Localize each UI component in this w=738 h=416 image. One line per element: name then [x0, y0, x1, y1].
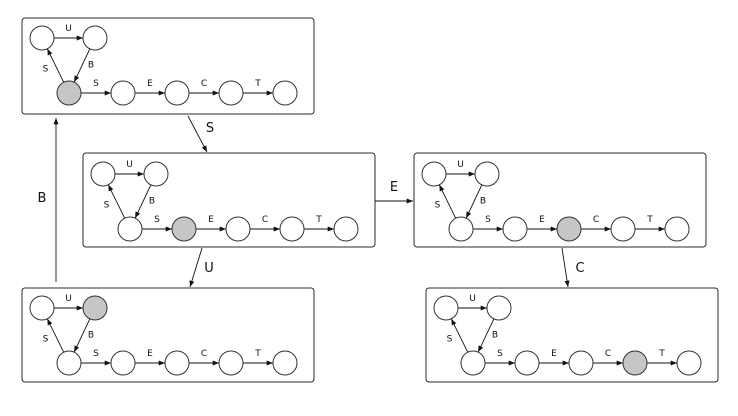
edge-label-ss: S — [43, 335, 49, 345]
edge-label-su: U — [126, 160, 133, 170]
state-node — [610, 216, 636, 242]
edge-sb — [73, 48, 91, 83]
transition-label: B — [38, 191, 47, 206]
transition-arrow — [561, 247, 570, 288]
edge-ss — [46, 318, 65, 353]
transition-label: U — [204, 261, 214, 276]
edge-label-sb: B — [149, 197, 155, 207]
state-node — [333, 216, 359, 242]
state-node — [474, 161, 500, 187]
edge-label-su: U — [457, 160, 464, 170]
edge-label-e2: E — [147, 79, 153, 89]
state-node — [279, 216, 305, 242]
edge-label-su: U — [65, 294, 72, 304]
edge-label-e3: C — [605, 349, 611, 359]
edge-label-e1: S — [485, 215, 491, 225]
edge-label-ss: S — [447, 335, 453, 345]
edge-label-e1: S — [93, 349, 99, 359]
state-node — [568, 350, 594, 376]
transition-b: B — [38, 118, 59, 282]
edge-sb — [73, 318, 91, 353]
transition-label: E — [390, 180, 398, 195]
edge-label-e2: E — [208, 215, 214, 225]
edge-ss — [450, 318, 469, 353]
edge-label-e3: C — [201, 349, 207, 359]
state-node — [676, 350, 702, 376]
transition-e: E — [375, 180, 413, 204]
edge-label-ss: S — [43, 65, 49, 75]
state-node — [56, 350, 82, 376]
state-node — [90, 161, 116, 187]
state-node-active — [56, 80, 82, 106]
state-node — [225, 216, 251, 242]
state-node-active — [82, 295, 108, 321]
edge-label-ss: S — [435, 201, 441, 211]
edge-label-e1: S — [154, 215, 160, 225]
state-node — [448, 216, 474, 242]
edge-label-e4: T — [646, 215, 653, 225]
edge-label-sb: B — [88, 331, 94, 341]
edge-label-sb: B — [492, 331, 498, 341]
state-node — [486, 295, 512, 321]
edge-label-e4: T — [254, 79, 261, 89]
state-node — [110, 350, 136, 376]
edge-label-su: U — [469, 294, 476, 304]
state-node — [664, 216, 690, 242]
state-node-active — [556, 216, 582, 242]
edge-label-e2: E — [147, 349, 153, 359]
edge-label-e2: E — [539, 215, 545, 225]
edge-label-e3: C — [201, 79, 207, 89]
state-node — [218, 350, 244, 376]
edge-label-e3: C — [262, 215, 268, 225]
edge-label-e4: T — [254, 349, 261, 359]
edge-label-su: U — [65, 24, 72, 34]
edge-label-e3: C — [593, 215, 599, 225]
state-node — [421, 161, 447, 187]
transition-label: C — [575, 261, 584, 276]
edge-sb — [477, 318, 495, 353]
edge-sb — [134, 184, 152, 219]
state-node — [502, 216, 528, 242]
transition-s: S — [187, 115, 214, 153]
state-node — [218, 80, 244, 106]
edge-label-e4: T — [658, 349, 665, 359]
state-node — [272, 80, 298, 106]
transition-label: S — [206, 121, 214, 136]
state-node — [514, 350, 540, 376]
state-node — [433, 295, 459, 321]
state-node — [460, 350, 486, 376]
state-node — [164, 80, 190, 106]
edge-ss — [46, 48, 65, 83]
edge-label-ss: S — [104, 201, 110, 211]
transition-u: U — [189, 247, 214, 288]
state-node — [82, 25, 108, 51]
state-node-active — [622, 350, 648, 376]
transition-c: C — [561, 247, 585, 288]
state-node — [29, 25, 55, 51]
edge-label-e4: T — [315, 215, 322, 225]
edge-label-e2: E — [551, 349, 557, 359]
edge-sb — [465, 184, 483, 219]
state-node — [29, 295, 55, 321]
edge-label-sb: B — [88, 61, 94, 71]
edge-label-e1: S — [497, 349, 503, 359]
state-node — [143, 161, 169, 187]
state-node — [164, 350, 190, 376]
state-node — [117, 216, 143, 242]
state-node-active — [171, 216, 197, 242]
edge-label-sb: B — [480, 197, 486, 207]
edge-ss — [107, 184, 126, 219]
state-node — [110, 80, 136, 106]
edge-ss — [438, 184, 457, 219]
state-node — [272, 350, 298, 376]
transition-arrow — [187, 115, 208, 153]
edge-label-e1: S — [93, 79, 99, 89]
transition-arrow — [189, 247, 203, 288]
